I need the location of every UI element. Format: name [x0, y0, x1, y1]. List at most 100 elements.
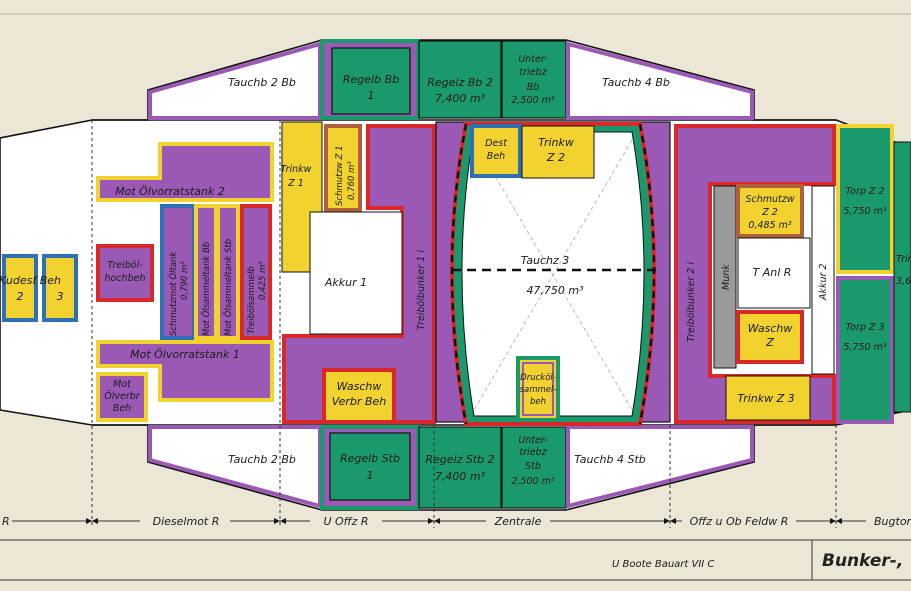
- tank-regelb-stb-inner: [329, 432, 411, 501]
- label-tauchz-3: Tauchz 3: [521, 254, 570, 267]
- tank-kudesf-3: [42, 254, 78, 322]
- compartment-offz-feldw: Offz u Ob Feldw R: [690, 515, 789, 528]
- tank-tauchz-3-interior: [461, 131, 645, 417]
- label-schmutzw-z2-3: 0,485 m³: [748, 220, 791, 231]
- arrow-1: [86, 518, 92, 524]
- label-waschw-verbr-1: Waschw: [337, 380, 382, 393]
- tank-trinkw-z3: [725, 375, 811, 421]
- label-tauchb-4-stb: Tauchb 4 Stb: [574, 453, 646, 466]
- tank-kudesf-2: [2, 254, 38, 322]
- label-kudesf-2: 2: [17, 290, 24, 303]
- label-schmutzmot-oltank-1: Schmutzmot Öltank: [168, 251, 179, 336]
- label-tauchb-2-bb-bottom: Tauchb 2 Bb: [228, 453, 296, 466]
- label-kudesf-beh: Kudesf Beh: [0, 274, 61, 287]
- arrow-5: [428, 518, 434, 524]
- tank-mot-olsammeltank-stb: [216, 204, 240, 340]
- arrow-4: [280, 518, 286, 524]
- label-waschw-z-1: Waschw: [748, 322, 793, 335]
- label-trinkw-z1-1: Trinkw: [281, 164, 312, 175]
- label-akkur-2: Akkur 2: [818, 264, 829, 302]
- label-dest-beh-1: Dest: [485, 138, 508, 149]
- label-treibolbunker-1i: Treibölbunker 1 i: [416, 250, 427, 330]
- label-munk: Munk: [721, 264, 732, 290]
- label-trinkw-z2-2: Z 2: [546, 151, 565, 164]
- label-treibolbunker-2i: Treibölbunker 2 i: [686, 262, 697, 342]
- room-t-anl-r: [737, 237, 811, 309]
- footer-title: Bunker-,: [822, 551, 903, 571]
- label-regelb-stb-2: 1: [367, 469, 374, 482]
- label-dest-beh-2: Beh: [487, 151, 505, 162]
- label-regelz-stb-2-2: 7,400 m³: [435, 470, 486, 483]
- compartment-bugtor: Bugtor: [874, 515, 911, 528]
- label-mot-olsammeltank-bb: Mot Ölsammeltank Bb: [201, 242, 212, 336]
- label-treibol-hochbeh-1: Treiböl-: [107, 260, 143, 271]
- label-schmutzmot-oltank-2: 0,790 m³: [180, 261, 190, 300]
- tank-mot-olverbr-beh: [96, 372, 148, 422]
- label-tauchb-4-bb: Tauchb 4 Bb: [602, 76, 670, 89]
- label-untertriebz-stb-2: triebz: [519, 447, 547, 458]
- tank-schmutzw-z1: [324, 124, 362, 212]
- tank-waschw-z: [736, 310, 804, 364]
- tank-druckol-sammel-beh-inner: [522, 362, 554, 416]
- compartment-dieselmot: Dieselmot R: [153, 515, 220, 528]
- label-treibol-hochbeh-2: hochbeh: [105, 273, 146, 284]
- tank-mot-olvorratstank-2: [96, 142, 274, 202]
- label-bg-u-offz: [310, 514, 382, 528]
- label-kudesf-3: 3: [57, 290, 64, 303]
- label-tauchz-3-vol: 47,750 m³: [526, 284, 584, 297]
- arrow-7: [664, 518, 670, 524]
- label-t-anl-r: T Anl R: [753, 266, 792, 279]
- tank-trin-edge: [893, 141, 911, 413]
- label-schmutzw-z1-1: Schmutzw Z 1: [335, 145, 345, 206]
- label-schmutzw-z2-2: Z 2: [761, 207, 778, 218]
- label-regelb-bb-2: 1: [368, 89, 375, 102]
- tank-munk: [713, 185, 737, 369]
- label-untertriebz-stb-1: Unter-: [518, 435, 548, 446]
- footer-class-label: U Boote Bauart VII C: [612, 559, 714, 570]
- label-bg-offz-feldw: [682, 514, 796, 528]
- label-mot-olverbr-1: Mot: [113, 379, 132, 390]
- label-untertriebz-stb-3: Stb: [525, 461, 541, 472]
- tank-trinkw-z2: [521, 125, 595, 179]
- label-mot-olvorratstank-1: Mot Ölvorratstank 1: [130, 348, 240, 361]
- tank-treibolbunker-1i: [282, 124, 436, 424]
- arrow-9: [830, 518, 836, 524]
- label-untertriebz-bb-3: Bb: [527, 82, 540, 93]
- label-regelz-stb-2-1: Regelz Stb 2: [425, 453, 494, 466]
- label-trinkw-z2-1: Trinkw: [538, 136, 574, 149]
- tank-treibol-hochbeh: [96, 244, 154, 302]
- label-trin-edge-2: 3,60: [896, 276, 911, 287]
- label-druckol-1: Drucköl-: [520, 373, 556, 383]
- label-trin-edge-1: Trin: [896, 254, 911, 265]
- label-regelz-bb-2-1: Regelz Bb 2: [427, 76, 493, 89]
- tank-mot-olvorratstank-1: [96, 340, 274, 402]
- tank-regelb-bb-inner: [331, 47, 411, 115]
- label-trinkw-z1-2: Z 1: [287, 178, 304, 189]
- arrow-6: [434, 518, 440, 524]
- tank-torp-z2: [836, 124, 894, 274]
- label-treibolsammelb-1: Treibölsammelb: [247, 266, 257, 334]
- label-regelb-bb-1: Regelb Bb: [343, 73, 399, 86]
- label-regelz-bb-2-2: 7,400 m³: [435, 92, 486, 105]
- label-trinkw-z3: Trinkw Z 3: [737, 392, 794, 405]
- tank-regelz-bb-2: [418, 40, 502, 119]
- tank-waschw-verbr-beh: [322, 368, 396, 424]
- label-torp-z2-1: Torp Z 2: [846, 186, 885, 197]
- label-untertriebz-stb-4: 2,500 m³: [511, 476, 554, 487]
- tank-treibolsammelb: [240, 204, 272, 340]
- label-mot-olverbr-3: Beh: [113, 403, 131, 414]
- tank-untertriebz-bb: [501, 40, 567, 119]
- label-waschw-verbr-2: Verbr Beh: [332, 395, 386, 408]
- tank-regelz-stb-2: [418, 426, 502, 509]
- label-untertriebz-bb-4: 2,500 m³: [511, 95, 554, 106]
- label-regelb-stb-1: Regelb Stb: [340, 452, 400, 465]
- label-schmutzw-z1-2: 0,760 m³: [347, 161, 357, 200]
- label-mot-olsammeltank-stb: Mot Ölsammeltank Stb: [223, 239, 234, 336]
- label-akkur-1: Akkur 1: [324, 276, 367, 289]
- label-bg-dieselmot: [140, 514, 230, 528]
- tank-tauchz-3-dashed-edge-right: [638, 123, 656, 425]
- arrow-2: [92, 518, 98, 524]
- compartment-r: R: [2, 515, 10, 528]
- label-torp-z2-2: 5,750 m³: [843, 206, 886, 217]
